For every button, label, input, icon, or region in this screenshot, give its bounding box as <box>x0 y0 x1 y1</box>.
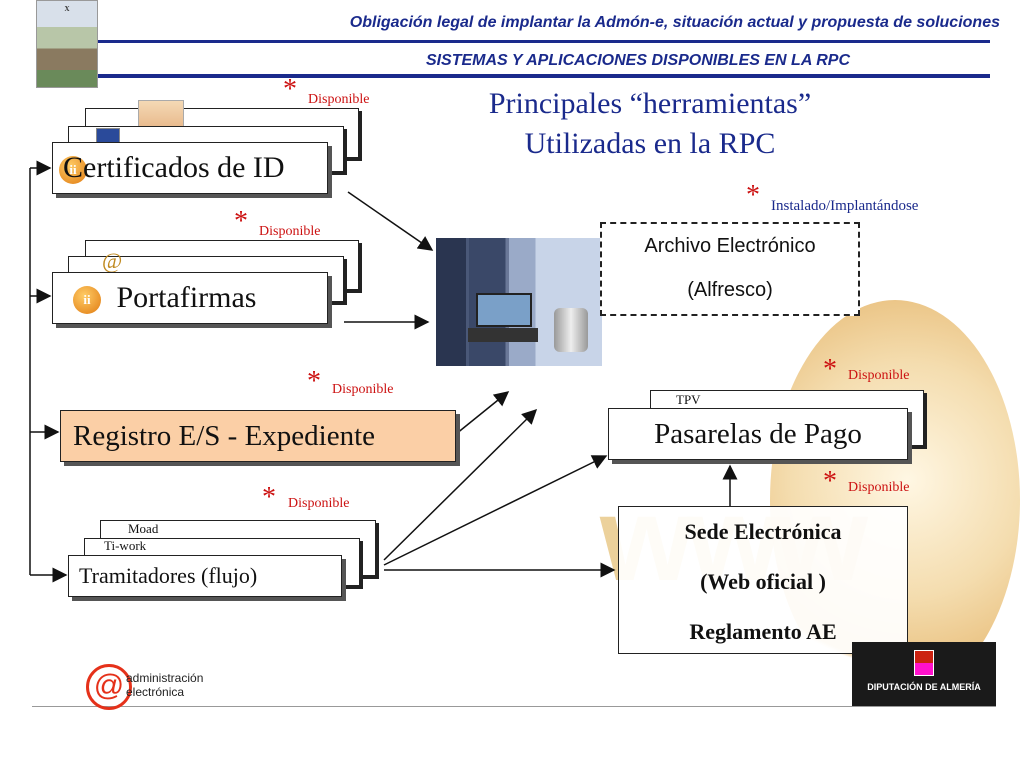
registro-label: Registro E/S - Expediente <box>73 420 376 452</box>
certificados-logo-icon: ii <box>59 156 87 185</box>
adm-line2: electrónica <box>126 685 185 699</box>
sede-line2: (Web oficial ) <box>700 569 826 594</box>
asterisk-archivo: * <box>746 180 760 211</box>
status-archivo: Instalado/Implantándose <box>771 198 919 214</box>
archivo-line1: Archivo Electrónico <box>644 235 816 257</box>
at-sign-icon: @ <box>102 248 123 273</box>
server-keyboard <box>468 328 538 342</box>
status-tramitadores: Disponible <box>288 496 350 511</box>
certificados-box[interactable]: iiCertificados de ID <box>52 142 328 194</box>
id-card-icon <box>138 100 184 130</box>
archivo-electronico-box[interactable]: Archivo Electrónico (Alfresco) <box>600 222 860 316</box>
portafirmas-box[interactable]: ii Portafirmas <box>52 272 328 324</box>
portafirmas-logo-icon: ii <box>73 286 101 315</box>
administracion-electronica-logo-text: administración electrónica <box>126 671 203 699</box>
asterisk-registro: * <box>307 366 321 397</box>
slide-title-line1: Principales “herramientas” <box>488 87 812 120</box>
adm-line1: administración <box>126 671 204 685</box>
administracion-electronica-logo-icon: @ <box>86 664 132 710</box>
certificados-label: Certificados de ID <box>63 151 285 184</box>
status-portafirmas: Disponible <box>259 224 321 239</box>
status-pasarelas: Disponible <box>848 368 910 383</box>
sede-line3: Reglamento AE <box>689 619 837 644</box>
status-registro: Disponible <box>332 382 394 397</box>
diputacion-label: DIPUTACIÓN DE ALMERÍA <box>867 682 981 692</box>
header-rule-top <box>98 40 990 43</box>
status-certificados: Disponible <box>308 92 370 107</box>
footer-rule <box>32 706 996 707</box>
status-sede: Disponible <box>848 480 910 495</box>
sede-electronica-box[interactable]: Sede Electrónica (Web oficial ) Reglamen… <box>618 506 908 654</box>
header-section-title: SISTEMAS Y APLICACIONES DISPONIBLES EN L… <box>425 52 850 69</box>
server-image <box>436 238 602 366</box>
moad-label: Moad <box>128 521 159 536</box>
tramitadores-label: Tramitadores (flujo) <box>79 563 258 588</box>
asterisk-sede: * <box>823 466 837 497</box>
portafirmas-label: Portafirmas <box>116 281 257 314</box>
pasarelas-box[interactable]: Pasarelas de Pago <box>608 408 908 460</box>
tpv-label: TPV <box>676 392 701 407</box>
diputacion-almeria-logo: DIPUTACIÓN DE ALMERÍA <box>852 642 996 706</box>
sede-line1: Sede Electrónica <box>684 519 842 544</box>
archivo-line2: (Alfresco) <box>687 279 773 301</box>
coat-of-arms-icon <box>914 650 934 676</box>
slide-title: Principales “herramientas” Utilizadas en… <box>440 84 860 164</box>
header-subtitle: Obligación legal de implantar la Admón-e… <box>349 14 1000 31</box>
asterisk-certificados: * <box>283 74 297 105</box>
server-monitor <box>476 293 532 327</box>
book-cover-thumbnail: X <box>36 0 98 88</box>
asterisk-portafirmas: * <box>234 206 248 237</box>
database-disk-icon <box>554 308 588 352</box>
tramitadores-box[interactable]: Tramitadores (flujo) <box>68 555 342 597</box>
asterisk-tramitadores: * <box>262 482 276 513</box>
tiwork-label: Ti-work <box>104 538 147 553</box>
slide-title-line2: Utilizadas en la RPC <box>524 127 776 160</box>
asterisk-pasarelas: * <box>823 354 837 385</box>
header-rule-bottom <box>98 74 990 78</box>
registro-box[interactable]: Registro E/S - Expediente <box>60 410 456 462</box>
pasarelas-label: Pasarelas de Pago <box>654 418 862 450</box>
